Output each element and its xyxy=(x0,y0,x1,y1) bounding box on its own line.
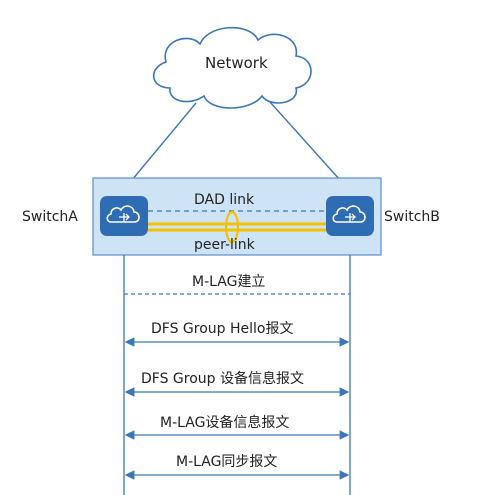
message-label: DFS Group 设备信息报文 xyxy=(141,371,304,387)
message-label: M-LAG设备信息报文 xyxy=(160,415,290,431)
uplink-b xyxy=(269,101,341,181)
dad-link-label: DAD link xyxy=(194,192,255,208)
peer-link-label: peer-link xyxy=(194,237,255,253)
network-cloud xyxy=(152,26,312,109)
switch-icon xyxy=(100,196,148,236)
uplink-a xyxy=(131,102,197,181)
switch-a-label: SwitchA xyxy=(22,209,78,225)
peer-link-bundle-ring xyxy=(224,210,240,244)
switch-b-label: SwitchB xyxy=(384,209,440,225)
message-label: DFS Group Hello报文 xyxy=(151,321,294,337)
switch-icon xyxy=(326,196,374,236)
message-label: M-LAG建立 xyxy=(192,274,266,290)
network-label: Network xyxy=(205,54,268,72)
message-label: M-LAG同步报文 xyxy=(176,454,278,470)
